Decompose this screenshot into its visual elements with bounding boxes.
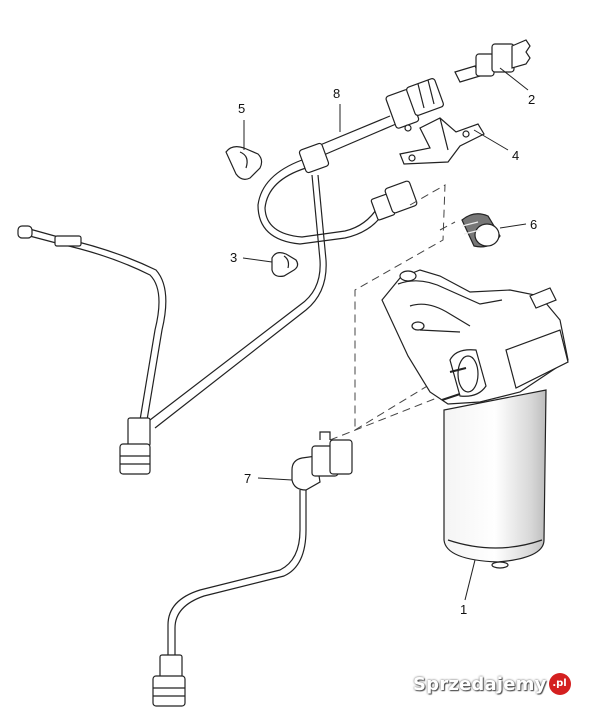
assembly-dashed-lines — [329, 184, 471, 441]
upper-harness-connector — [385, 78, 444, 132]
callout-6: 6 — [530, 217, 537, 232]
watermark: Sprzedajemy .pl — [413, 664, 583, 704]
watermark-badge-icon: .pl — [548, 673, 571, 695]
central-fuel-line-harness — [149, 115, 401, 429]
callout-7: 7 — [244, 471, 251, 486]
watermark-text: Sprzedajemy — [413, 673, 547, 695]
part-2-fuel-fitting — [454, 39, 531, 83]
part-3-small-clip — [271, 252, 299, 277]
part-5-pipe-clip — [225, 146, 263, 180]
left-fuel-pipe — [17, 225, 167, 421]
callout-1: 1 — [460, 602, 467, 617]
part-7-lower-fuel-pipe — [167, 490, 307, 660]
lower-quick-connector — [152, 654, 186, 707]
middle-harness-connector — [370, 180, 418, 221]
part-6-rubber-plug — [461, 213, 501, 248]
callout-8: 8 — [333, 86, 340, 101]
callout-5: 5 — [238, 101, 245, 116]
callout-3: 3 — [230, 250, 237, 265]
callout-4: 4 — [512, 148, 519, 163]
callout-2: 2 — [528, 92, 535, 107]
part-4-mounting-bracket — [399, 117, 485, 165]
part-7-elbow-connector — [291, 431, 353, 491]
left-quick-connector — [119, 417, 151, 475]
harness-t-junction — [298, 142, 330, 174]
part-1-fuel-filter-assembly — [381, 269, 569, 569]
leader-lines — [242, 67, 529, 601]
